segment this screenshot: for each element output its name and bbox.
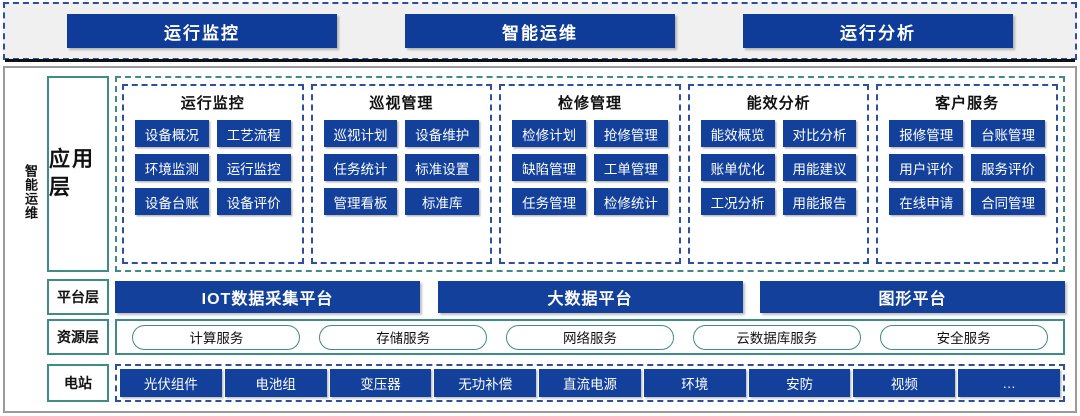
module-button[interactable]: 在线申请 <box>889 188 964 215</box>
app-group-grid: 检修计划 抢修管理 缺陷管理 工单管理 任务管理 检修统计 <box>505 120 675 215</box>
resource-item-security[interactable]: 安全服务 <box>879 324 1048 350</box>
layer-label-station: 电站 <box>47 364 109 402</box>
station-item-dc-power[interactable]: 直流电源 <box>539 369 641 397</box>
app-group-customer-service: 客户服务 报修管理 台账管理 用户评价 服务评价 在线申请 合同管理 <box>876 84 1058 264</box>
station-item-battery[interactable]: 电池组 <box>224 369 327 397</box>
module-button[interactable]: 检修计划 <box>512 120 586 147</box>
station-item-transformer[interactable]: 变压器 <box>329 369 432 397</box>
layer-label-application-text: 应用层 <box>49 147 95 199</box>
top-nav-button-analysis[interactable]: 运行分析 <box>743 14 1013 48</box>
app-group-energy-efficiency: 能效分析 能效概览 对比分析 账单优化 用能建议 工况分析 用能报告 <box>687 84 870 264</box>
station-layer: 光伏组件 电池组 变压器 无功补偿 直流电源 环境 安防 视频 … <box>115 364 1065 402</box>
station-item-environment[interactable]: 环境 <box>643 369 746 397</box>
station-item-pv-module[interactable]: 光伏组件 <box>120 369 222 397</box>
module-button[interactable]: 检修统计 <box>593 188 668 215</box>
module-button[interactable]: 台账管理 <box>971 120 1045 147</box>
module-button[interactable]: 账单优化 <box>700 154 775 181</box>
module-button[interactable]: 工况分析 <box>700 188 775 215</box>
module-button[interactable]: 管理看板 <box>323 188 398 215</box>
station-item-more[interactable]: … <box>958 369 1061 397</box>
module-button[interactable]: 标准库 <box>405 188 480 215</box>
app-group-grid: 设备概况 工艺流程 环境监测 运行监控 设备台账 设备评价 <box>128 120 298 215</box>
platform-item-bigdata[interactable]: 大数据平台 <box>437 281 743 313</box>
app-group-title: 能效分析 <box>746 95 811 112</box>
top-navigation-band: 运行监控 智能运维 运行分析 <box>3 2 1077 62</box>
module-button[interactable]: 设备概况 <box>135 120 209 147</box>
vertical-title-smart-ops: 智能运维 <box>23 164 38 220</box>
module-button[interactable]: 用户评价 <box>889 154 964 181</box>
module-button[interactable]: 缺陷管理 <box>512 154 586 181</box>
station-item-video[interactable]: 视频 <box>853 369 956 397</box>
module-button[interactable]: 对比分析 <box>782 120 857 147</box>
app-group-grid: 报修管理 台账管理 用户评价 服务评价 在线申请 合同管理 <box>882 120 1052 215</box>
resource-item-storage[interactable]: 存储服务 <box>319 324 488 350</box>
top-nav-button-monitoring[interactable]: 运行监控 <box>67 14 337 48</box>
app-group-title: 运行监控 <box>180 95 245 112</box>
module-button[interactable]: 抢修管理 <box>593 120 668 147</box>
app-group-title: 检修管理 <box>557 95 622 112</box>
module-button[interactable]: 报修管理 <box>889 120 964 147</box>
app-group-title: 客户服务 <box>935 95 1000 112</box>
resource-item-compute[interactable]: 计算服务 <box>132 324 301 350</box>
layer-label-resource: 资源层 <box>47 319 109 355</box>
app-group-monitoring: 运行监控 设备概况 工艺流程 环境监测 运行监控 设备台账 设备评价 <box>122 84 304 264</box>
module-button[interactable]: 能效概览 <box>700 120 775 147</box>
app-group-maintenance: 检修管理 检修计划 抢修管理 缺陷管理 工单管理 任务管理 检修统计 <box>499 84 681 264</box>
module-button[interactable]: 运行监控 <box>216 154 291 181</box>
module-button[interactable]: 合同管理 <box>971 188 1045 215</box>
architecture-main-frame: 智能运维 应用层 平台层 资源层 电站 运行监控 设备概况 工艺流程 环境监测 … <box>3 66 1077 413</box>
module-button[interactable]: 设备评价 <box>216 188 291 215</box>
station-item-security[interactable]: 安防 <box>748 369 851 397</box>
app-group-grid: 巡视计划 设备维护 任务统计 标准设置 管理看板 标准库 <box>317 120 487 215</box>
layer-label-application: 应用层 <box>47 76 109 272</box>
module-button[interactable]: 用能建议 <box>782 154 857 181</box>
resource-item-cloud-database[interactable]: 云数据库服务 <box>692 324 861 350</box>
module-button[interactable]: 任务统计 <box>323 154 398 181</box>
module-button[interactable]: 任务管理 <box>512 188 586 215</box>
platform-item-graphics[interactable]: 图形平台 <box>760 281 1065 313</box>
top-nav-button-smart-ops[interactable]: 智能运维 <box>405 14 675 48</box>
application-layer: 运行监控 设备概况 工艺流程 环境监测 运行监控 设备台账 设备评价 巡视管理 … <box>115 76 1065 272</box>
module-button[interactable]: 工艺流程 <box>216 120 291 147</box>
app-group-grid: 能效概览 对比分析 账单优化 用能建议 工况分析 用能报告 <box>694 120 864 215</box>
resource-item-network[interactable]: 网络服务 <box>505 324 674 350</box>
module-button[interactable]: 标准设置 <box>405 154 480 181</box>
module-button[interactable]: 工单管理 <box>593 154 668 181</box>
module-button[interactable]: 巡视计划 <box>323 120 398 147</box>
module-button[interactable]: 设备维护 <box>405 120 480 147</box>
module-button[interactable]: 服务评价 <box>971 154 1045 181</box>
platform-layer: IOT数据采集平台 大数据平台 图形平台 <box>115 279 1065 315</box>
module-button[interactable]: 用能报告 <box>782 188 857 215</box>
station-item-reactive-compensation[interactable]: 无功补偿 <box>434 369 537 397</box>
platform-item-iot[interactable]: IOT数据采集平台 <box>115 281 420 313</box>
app-group-title: 巡视管理 <box>369 95 434 112</box>
app-group-inspection: 巡视管理 巡视计划 设备维护 任务统计 标准设置 管理看板 标准库 <box>310 84 493 264</box>
resource-layer: 计算服务 存储服务 网络服务 云数据库服务 安全服务 <box>115 319 1065 355</box>
layer-label-platform: 平台层 <box>47 279 109 315</box>
module-button[interactable]: 环境监测 <box>135 154 209 181</box>
module-button[interactable]: 设备台账 <box>135 188 209 215</box>
